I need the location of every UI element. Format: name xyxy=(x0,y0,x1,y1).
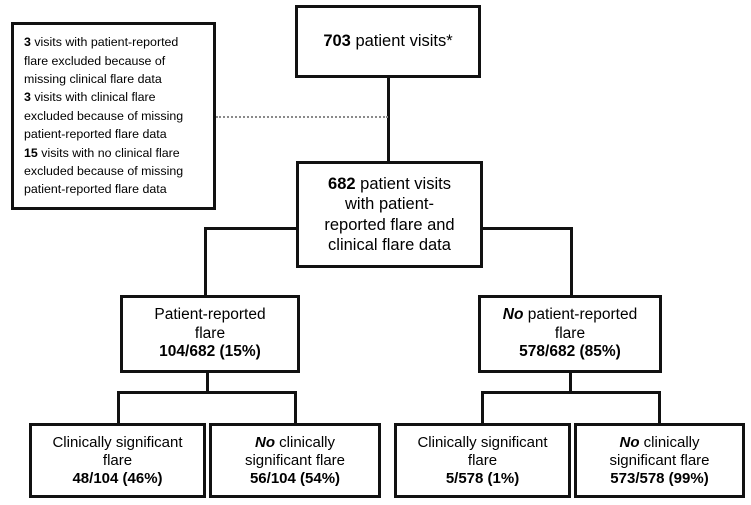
connector-noprf-bar xyxy=(481,391,661,394)
exclusion-line: excluded because of missing xyxy=(24,108,184,123)
node-italic-lead: No xyxy=(502,306,524,324)
exclusion-text: visits with no clinical flare xyxy=(41,145,180,160)
connector-prf-right-drop xyxy=(294,391,297,423)
node-cohort-count: 682 xyxy=(328,175,356,194)
node-line2: flare xyxy=(467,451,498,469)
node-stat: 5/578 (1%) xyxy=(445,469,520,487)
node-line1: Clinically significant xyxy=(417,433,548,451)
node-root-label: patient visits* xyxy=(355,31,453,50)
exclusion-line: 15 visits with no clinical flare xyxy=(24,144,180,162)
node-prf-no-clinically-significant-flare: No clinically significant flare 56/104 (… xyxy=(209,423,381,498)
node-line2: flare xyxy=(102,451,133,469)
node-line2: flare xyxy=(194,324,226,342)
node-stat: 56/104 (54%) xyxy=(249,469,341,487)
node-stat: 104/682 (15%) xyxy=(159,343,261,361)
connector-cohort-right-arm xyxy=(481,227,573,230)
connector-prf-left-drop xyxy=(117,391,120,423)
connector-noprf-stem xyxy=(569,373,572,394)
node-noprf-no-clinically-significant-flare: No clinically significant flare 573/578 … xyxy=(574,423,745,498)
node-line1-text: patient-reported xyxy=(527,306,638,324)
node-root-count: 703 xyxy=(323,31,351,50)
connector-prf-bar xyxy=(117,391,297,394)
node-line1: Patient-reported xyxy=(154,306,266,324)
exclusion-line: patient-reported flare data xyxy=(24,127,167,142)
node-prf-clinically-significant-flare: Clinically significant flare 48/104 (46%… xyxy=(29,423,206,498)
exclusion-line: 3 visits with clinical flare xyxy=(24,88,156,106)
node-cohort-line3: reported flare and xyxy=(324,215,455,234)
node-line1: Clinically significant xyxy=(52,433,183,451)
node-italic-lead: No xyxy=(254,433,275,451)
node-cohort-line4: clinical flare data xyxy=(328,235,451,254)
connector-noprf-right-drop xyxy=(658,391,661,423)
node-patient-reported-flare: Patient-reported flare 104/682 (15%) xyxy=(120,295,300,373)
node-cohort: 682 patient visits with patient- reporte… xyxy=(296,161,483,268)
connector-root-to-cohort xyxy=(387,78,390,162)
connector-exclusion-dotted xyxy=(216,116,388,118)
exclusion-count: 15 xyxy=(24,145,38,160)
exclusion-count: 3 xyxy=(24,90,31,105)
exclusion-line: flare excluded because of xyxy=(24,53,166,68)
connector-cohort-left-drop xyxy=(204,227,207,295)
node-line2: significant flare xyxy=(609,451,710,469)
node-no-patient-reported-flare: No patient-reported flare 578/682 (85%) xyxy=(478,295,662,373)
node-line1: No patient-reported xyxy=(503,306,637,325)
connector-cohort-left-arm xyxy=(204,227,298,230)
node-cohort-line1: 682 patient visits xyxy=(328,174,451,194)
node-line1: No clinically xyxy=(255,434,335,452)
exclusion-line: excluded because of missing xyxy=(24,163,184,178)
node-noprf-clinically-significant-flare: Clinically significant flare 5/578 (1%) xyxy=(394,423,571,498)
connector-cohort-right-drop xyxy=(570,227,573,295)
node-italic-lead: No xyxy=(619,433,640,451)
node-root-text: 703 patient visits* xyxy=(323,32,452,51)
node-line1-text: clinically xyxy=(643,433,700,451)
node-line1-text: clinically xyxy=(279,433,336,451)
exclusion-line: patient-reported flare data xyxy=(24,182,167,197)
node-stat: 48/104 (46%) xyxy=(72,469,163,487)
node-root: 703 patient visits* xyxy=(295,5,481,78)
exclusion-line: missing clinical flare data xyxy=(24,72,162,87)
node-stat: 578/682 (85%) xyxy=(519,343,621,361)
exclusion-line: 3 visits with patient-reported xyxy=(24,33,178,51)
exclusion-text: visits with clinical flare xyxy=(34,90,156,105)
connector-prf-stem xyxy=(206,373,209,394)
node-line1: No clinically xyxy=(619,434,699,452)
node-cohort-line2: with patient- xyxy=(345,195,434,214)
connector-noprf-left-drop xyxy=(481,391,484,423)
exclusion-text: visits with patient-reported xyxy=(34,35,179,50)
exclusion-count: 3 xyxy=(24,35,31,50)
node-exclusions: 3 visits with patient-reported flare exc… xyxy=(11,22,216,210)
node-stat: 573/578 (99%) xyxy=(610,469,709,487)
node-cohort-label: patient visits xyxy=(360,175,451,194)
node-line2: flare xyxy=(554,324,586,342)
node-line2: significant flare xyxy=(244,451,346,469)
